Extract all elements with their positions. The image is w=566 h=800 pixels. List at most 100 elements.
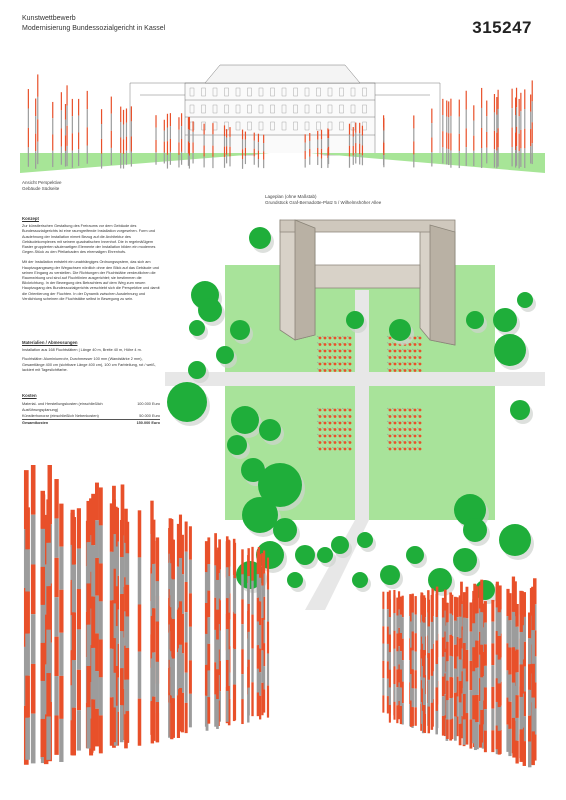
pole [155,540,160,743]
plan-pole [388,349,392,353]
pole [178,514,183,732]
tree-icon [273,518,297,542]
pole [122,109,125,169]
window [362,104,367,114]
plan-pole [338,343,342,346]
plan-pole [338,428,342,431]
plan-pole [333,356,337,359]
pole [263,134,265,169]
tree-icon [454,494,486,526]
pole [259,554,262,720]
plan-pole [348,369,352,372]
plan-pole [338,349,342,353]
plan-pole [338,369,342,372]
pole [474,586,478,750]
window [270,121,275,131]
plan-pole [318,434,322,438]
material-paragraph-1: Installation aus 168 Fluchtstäben | Läng… [22,348,142,353]
window [316,87,321,97]
cost-label-total: Gesamtkosten [22,421,49,426]
pole [397,591,401,720]
tree-icon [231,406,259,434]
plan-pole [328,336,332,340]
window [316,104,321,114]
tree-icon [317,547,333,563]
building-drawing [129,64,441,156]
plan-pole [408,408,412,412]
pole [226,129,228,164]
pole [163,119,165,164]
site-plan [165,219,545,610]
window [293,87,298,97]
plan-pole [323,343,327,346]
pole [266,557,270,718]
pole [155,115,157,165]
plan-pole [338,336,342,340]
plan-pole [388,343,392,346]
court-building [279,219,456,346]
plan-pole [418,343,422,346]
plan-pole [338,447,342,451]
window [235,87,241,97]
plan-pole [408,343,412,346]
plan-pole [408,369,412,372]
pole [309,133,311,165]
pole [223,125,226,168]
window [235,104,241,114]
pole [30,465,36,764]
plan-pole [338,362,342,366]
plan-pole [343,336,347,340]
concept-title: Konzept [22,216,39,221]
window [327,87,333,97]
pole [187,117,190,166]
plan-pole [328,408,332,412]
header: Kunstwettbewerb Modernisierung Bundessoz… [22,14,165,34]
tree-icon [295,545,315,565]
plan-pole [393,421,397,425]
plan-pole [398,415,402,418]
pole [497,588,501,755]
plan-pole [343,428,347,431]
plan-pole [333,349,337,353]
pole [496,97,498,169]
pole [27,89,29,167]
plan-pole [318,441,322,444]
pole [480,579,484,743]
plan-pole [348,415,352,418]
pole [216,550,219,729]
cost-value-fee: 50.000 Euro [139,414,160,419]
tree-icon [188,361,206,379]
siteplan-caption-line-2: Grundstück Graf-Bernadotte-Platz 5 / Wil… [265,200,382,205]
pole [71,517,77,756]
pole [86,90,88,164]
plan-pole [323,362,327,366]
plan-pole [328,447,332,451]
window [189,87,195,97]
plan-pole [388,369,392,372]
plan-pole [318,415,322,418]
pole [455,597,459,737]
pole [431,108,433,167]
cost-value-material: 100.000 Euro [137,402,160,407]
plan-pole [323,349,327,353]
window [304,87,310,97]
plan-pole [338,415,342,418]
plan-pole [388,356,392,359]
window [212,87,218,97]
pole [483,601,487,753]
plan-pole [333,336,337,340]
plan-pole [328,343,332,346]
window [339,104,344,114]
plan-pole [393,362,397,366]
tree-icon [510,400,530,420]
plan-pole [343,362,347,366]
pole [411,593,414,727]
window [258,121,264,131]
pole [359,122,361,165]
window [201,121,206,131]
window [201,104,206,114]
siteplan-caption: Lageplan (ohne Maßstab) Grundstück Graf-… [265,194,381,206]
pole [497,89,499,167]
plan-pole [328,356,332,359]
pole [46,499,51,760]
